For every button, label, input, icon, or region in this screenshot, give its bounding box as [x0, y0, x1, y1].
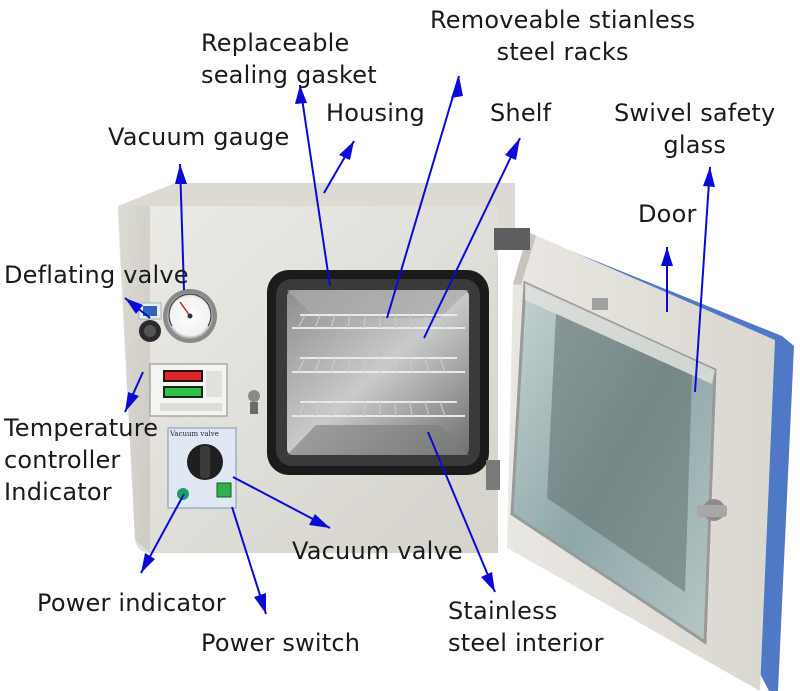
- label-temperature-controller: Temperature controller Indicator: [4, 414, 159, 506]
- label-shelf: Shelf: [490, 99, 552, 127]
- label-removeable-racks: Removeable stianless steel racks: [430, 6, 696, 66]
- label-stainless-interior: Stainless steel interior: [448, 597, 604, 657]
- door-hinge: [494, 228, 530, 250]
- label-power-switch: Power switch: [201, 629, 361, 657]
- callout-arrows: [124, 75, 711, 615]
- label-swivel-glass: Swivel safety glass: [614, 99, 776, 159]
- power-switch: [216, 482, 232, 498]
- label-replaceable-gasket: Replaceable sealing gasket: [201, 29, 377, 89]
- vacuum-valve-plate-text: Vacuum valve: [170, 430, 219, 438]
- label-housing: Housing: [326, 99, 425, 127]
- vacuum-valve-panel: [167, 427, 237, 509]
- steel-racks: [292, 314, 465, 417]
- label-vacuum-gauge: Vacuum gauge: [108, 123, 290, 151]
- door: [486, 228, 794, 691]
- temperature-display: [149, 363, 228, 417]
- housing-side-shade: [118, 206, 150, 553]
- label-vacuum-valve: Vacuum valve: [292, 537, 463, 565]
- label-deflating-valve: Deflating valve: [4, 261, 189, 289]
- label-door: Door: [638, 200, 697, 228]
- vacuum-gauge-dial: [163, 289, 217, 343]
- label-power-indicator: Power indicator: [37, 589, 226, 617]
- door-handle: [697, 499, 727, 521]
- arrowheads: [125, 76, 715, 614]
- deflating-valve-knob: [138, 302, 162, 342]
